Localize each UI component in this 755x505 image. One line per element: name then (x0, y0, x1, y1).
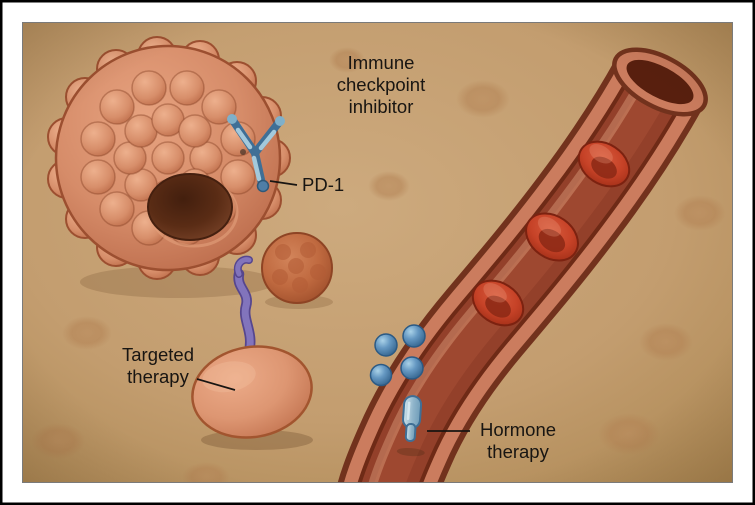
label-pd1: PD-1 (269, 174, 344, 195)
label-immune-line1: Immune (348, 52, 415, 73)
label-hormone-line1: Hormone (480, 419, 556, 440)
label-immune-line3: inhibitor (349, 96, 414, 117)
label-targeted-line2: therapy (127, 366, 189, 387)
label-immune-checkpoint-inhibitor: Immune checkpoint inhibitor (337, 52, 425, 117)
label-pd1-text: PD-1 (302, 174, 344, 195)
label-targeted-therapy: Targeted therapy (122, 344, 236, 391)
pd1-pointer-line (269, 180, 298, 186)
label-hormone-line2: therapy (487, 441, 549, 462)
targeted-pointer-line (196, 378, 236, 391)
label-immune-line2: checkpoint (337, 74, 425, 95)
label-hormone-therapy: Hormone therapy (427, 419, 556, 462)
inner-frame (22, 22, 733, 483)
vignette (22, 22, 733, 483)
label-targeted-line1: Targeted (122, 344, 194, 365)
